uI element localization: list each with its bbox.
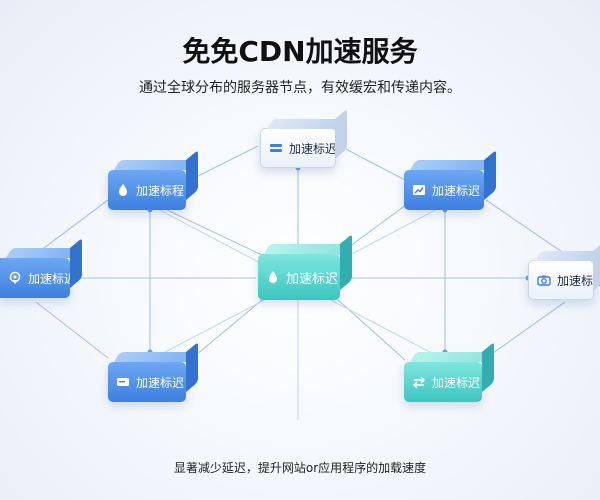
link-left-lower-left (35, 301, 109, 359)
link-center-lower-left (189, 299, 263, 361)
page-subtitle: 通过全球分布的服务器节点，有效缓宏和传递内容。 (139, 80, 461, 96)
page-footer: 显著减少延迟，提升网站or应用程序的加载速度 (173, 461, 427, 475)
link-right-lower-right (485, 301, 566, 359)
node-upper-left[interactable]: 加速标程 (108, 170, 186, 210)
node-lower-right-label: 加速标迟 (432, 375, 481, 390)
node-left-label: 加速标迟 (28, 271, 77, 286)
node-top[interactable]: 加速标迟 (260, 128, 338, 168)
droplet-icon (116, 183, 130, 197)
swap-icon (412, 375, 426, 389)
node-top-label: 加速标迟 (289, 141, 338, 156)
node-center-label: 加速标迟 (286, 271, 339, 287)
camera-icon (537, 273, 551, 287)
node-right-label: 加速标迟 (557, 273, 600, 288)
server-rack-icon (269, 141, 283, 155)
page-title: 免免CDN加速服务 (182, 35, 418, 68)
node-lower-left[interactable]: 加速标迟 (108, 362, 186, 402)
link-upper-right-right (485, 199, 566, 255)
card-icon (116, 375, 130, 389)
link-upper-left-left (35, 199, 109, 255)
link-top-upper-left (189, 145, 259, 181)
node-left[interactable]: 加速标迟 (0, 258, 76, 298)
location-pin-icon (8, 271, 22, 285)
node-right[interactable]: 加速标迟 (528, 260, 600, 300)
droplet-icon (266, 270, 280, 284)
node-lower-left-label: 加速标迟 (136, 375, 185, 390)
node-upper-right-label: 加速标迟 (432, 183, 481, 198)
link-top-upper-right (339, 145, 406, 181)
node-center[interactable]: 加速标迟 (258, 254, 340, 300)
link-upper-left-center (149, 201, 263, 256)
node-upper-right[interactable]: 加速标迟 (404, 170, 484, 210)
node-upper-left-label: 加速标程 (136, 183, 185, 198)
node-lower-right[interactable]: 加速标迟 (404, 362, 482, 402)
chart-line-icon (412, 183, 426, 197)
